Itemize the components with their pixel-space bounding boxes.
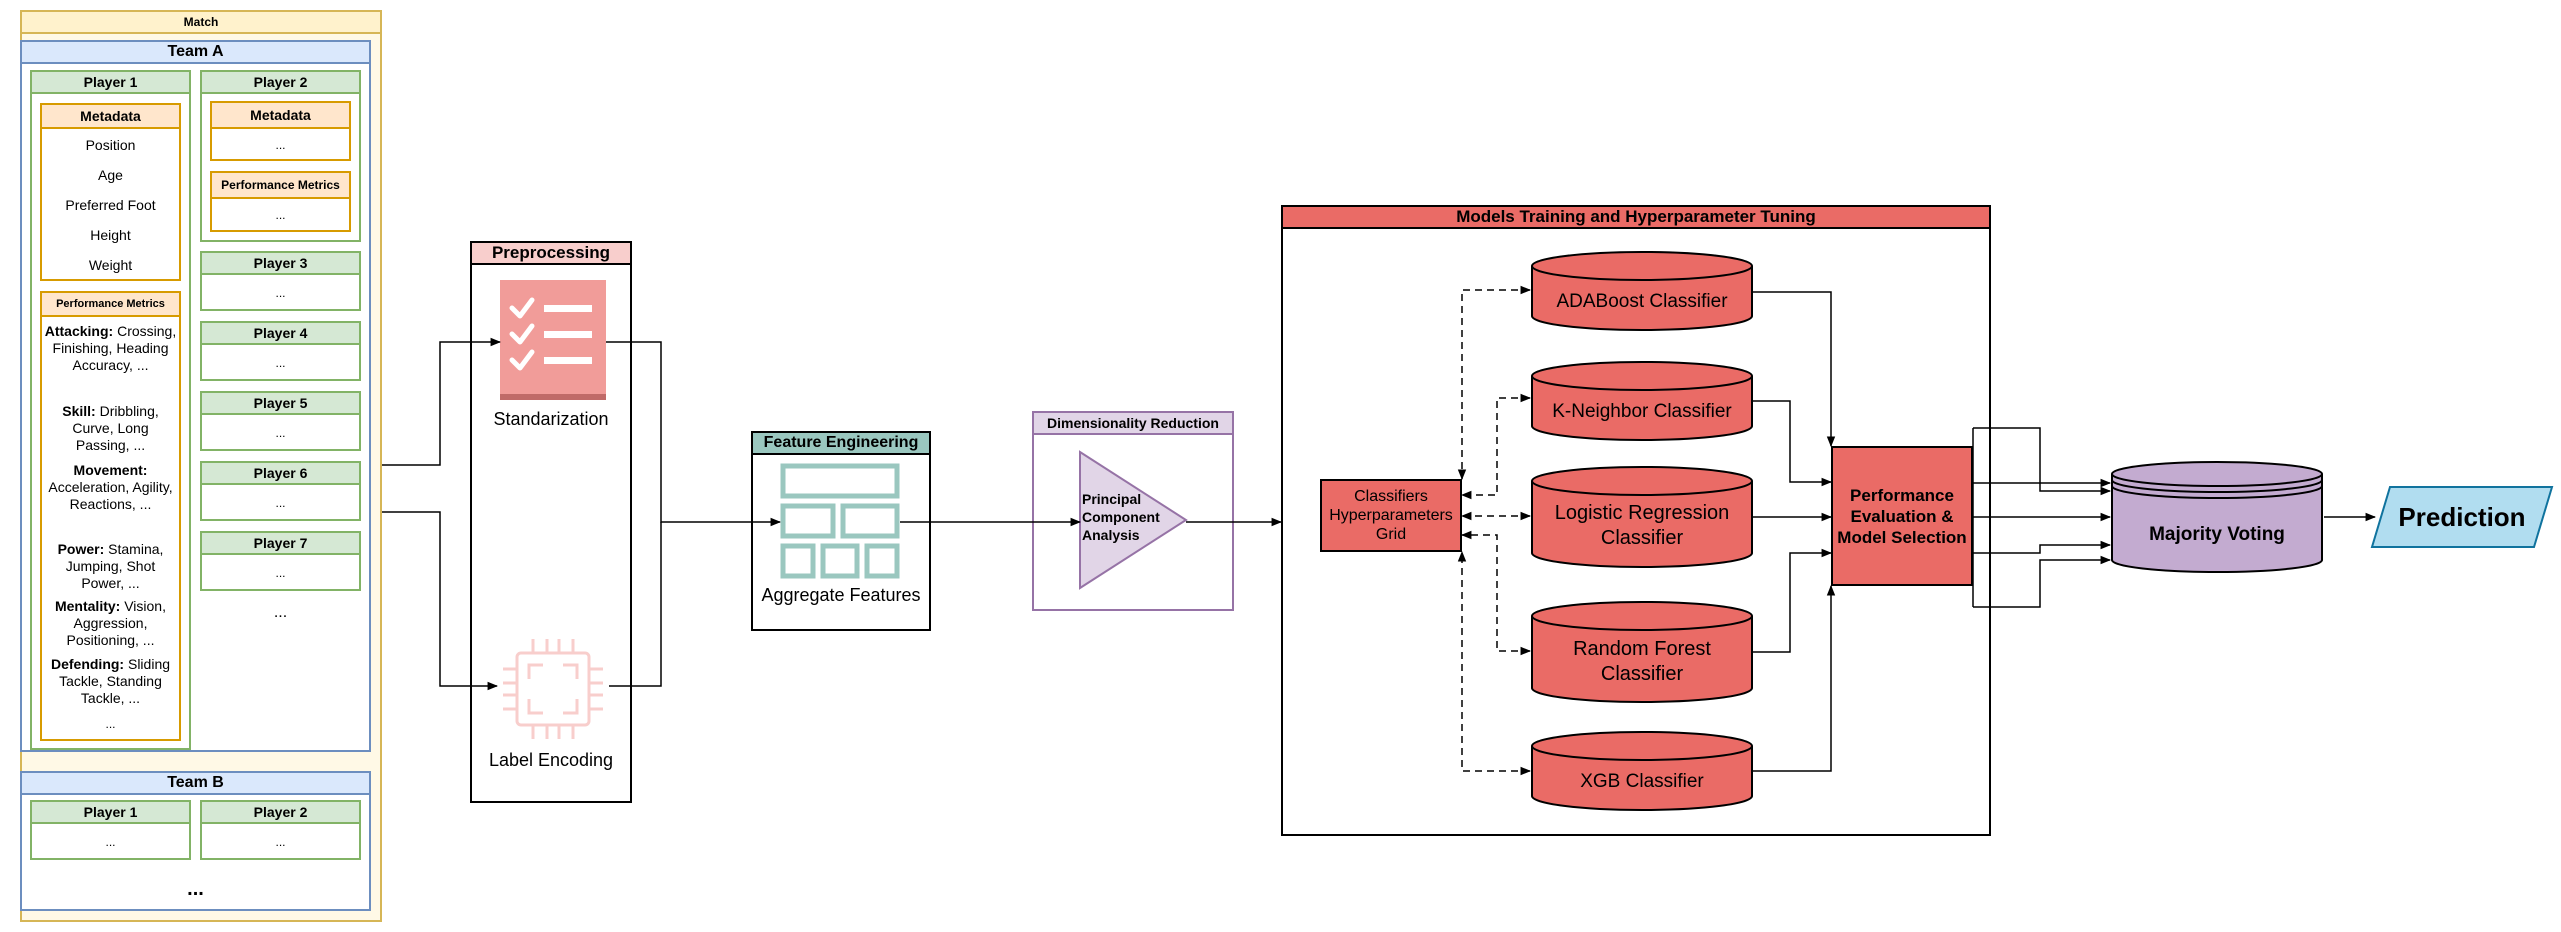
team-a-title: Team A: [20, 40, 371, 64]
metric-attacking: Attacking: Crossing, Finishing, Heading …: [44, 323, 177, 373]
team-a-player3-title: Player 3: [200, 251, 361, 275]
team-b-player2-title: Player 2: [200, 800, 361, 824]
standardization-label: Standarization: [493, 408, 609, 429]
team-a-player4-title: Player 4: [200, 321, 361, 345]
team-b-player1-value: ...: [105, 835, 116, 849]
metadata-position: Position: [85, 137, 136, 153]
metric-skill: Skill: Dribbling, Curve, Long Passing, .…: [62, 403, 159, 453]
metadata-preferred-foot: Preferred Foot: [65, 197, 156, 213]
kneighbor-classifier: K-Neighbor Classifier: [1552, 401, 1732, 422]
aggregate-features-label: Aggregate Features: [761, 584, 921, 605]
team-a-player3-value: ...: [275, 286, 286, 300]
team-b-title: Team B: [20, 771, 371, 795]
preprocessing-title: Preprocessing: [470, 241, 632, 265]
player2-metrics-value: ...: [275, 208, 286, 222]
dimensionality-reduction-title: Dimensionality Reduction: [1032, 411, 1234, 435]
kneighbor-cylinder-shape: [1531, 361, 1753, 441]
team-a-player6-title: Player 6: [200, 461, 361, 485]
player1-metadata-box: [40, 103, 181, 281]
player1-metadata-title: Metadata: [40, 103, 181, 129]
player2-metadata-title: Metadata: [210, 101, 351, 129]
team-a-more-players: ...: [273, 604, 288, 621]
team-b-player1-title: Player 1: [30, 800, 191, 824]
team-a-player5-value: ...: [275, 426, 286, 440]
random-forest-cylinder-shape: [1531, 601, 1753, 703]
chip-icon: [503, 639, 603, 739]
prediction-parallelogram-shape: [2370, 486, 2554, 548]
team-a-player1-title: Player 1: [30, 70, 191, 94]
metrics-ellipsis: ...: [105, 717, 116, 731]
majority-voting-label: Majority Voting: [2149, 524, 2285, 545]
metadata-height: Height: [90, 227, 131, 243]
match-title: Match: [20, 10, 382, 34]
prediction-label: Prediction: [2398, 501, 2526, 532]
metric-mentality: Mentality: Vision, Aggression, Positioni…: [54, 598, 166, 648]
adaboost-classifier: ADABoost Classifier: [1556, 291, 1728, 312]
team-a-player4-value: ...: [275, 356, 286, 370]
logistic-regression-classifier: Logistic Regression Classifier: [1554, 502, 1730, 549]
models-title: Models Training and Hyperparameter Tunin…: [1281, 205, 1991, 229]
player1-metrics-box: [40, 291, 181, 741]
team-b-more-players: ...: [187, 877, 204, 900]
metric-defending: Defending: Sliding Tackle, Standing Tack…: [50, 656, 171, 706]
player1-metrics-title: Performance Metrics: [40, 291, 181, 317]
team-a-player7-title: Player 7: [200, 531, 361, 555]
checklist-icon: [500, 280, 606, 400]
team-a-player6-value: ...: [275, 496, 286, 510]
player2-metrics-title: Performance Metrics: [210, 171, 351, 199]
metadata-weight: Weight: [88, 257, 133, 273]
label-encoding-label: Label Encoding: [488, 749, 614, 770]
team-b-player2-value: ...: [275, 835, 286, 849]
team-a-player5-title: Player 5: [200, 391, 361, 415]
performance-evaluation: Performance Evaluation & Model Selection: [1831, 446, 1973, 586]
xgb-classifier: XGB Classifier: [1580, 771, 1704, 792]
adaboost-cylinder-shape: [1531, 251, 1753, 331]
player2-metadata-value: ...: [275, 138, 286, 152]
xgb-cylinder-shape: [1531, 731, 1753, 811]
logistic-cylinder-shape: [1531, 466, 1753, 568]
feature-engineering-title: Feature Engineering: [751, 431, 931, 455]
grid-layout-icon: [780, 463, 900, 579]
team-a-player2-title: Player 2: [200, 70, 361, 94]
metric-power: Power: Stamina, Jumping, Shot Power, ...: [57, 541, 164, 591]
random-forest-classifier: Random Forest Classifier: [1573, 638, 1711, 685]
metric-movement: Movement: Acceleration, Agility, Reactio…: [48, 462, 173, 512]
pca-label: Principal Component Analysis: [1082, 491, 1160, 543]
team-a-player7-value: ...: [275, 566, 286, 580]
majority-voting-cylinder-shape: [2111, 461, 2323, 573]
metadata-age: Age: [98, 167, 123, 183]
